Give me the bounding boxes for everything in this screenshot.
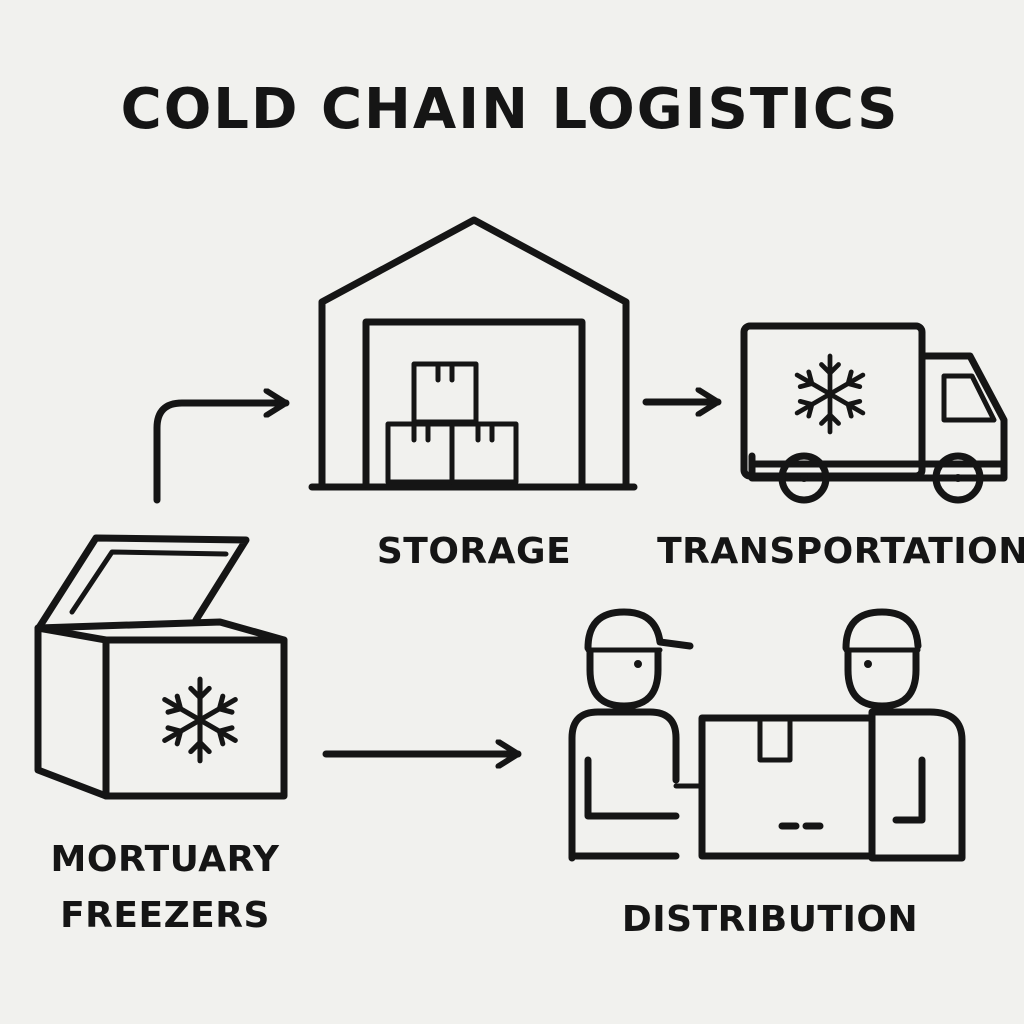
- distribution-label: DISTRIBUTION: [622, 899, 918, 940]
- snowflake-icon: [165, 679, 236, 761]
- delivery-workers-icon: [568, 608, 966, 862]
- right-worker: [842, 608, 966, 862]
- left-worker: [568, 608, 694, 862]
- cardboard-box: [673, 714, 876, 860]
- transportation-label: TRANSPORTATION: [657, 531, 1024, 572]
- freezers-label-line1: MORTUARY: [51, 839, 280, 880]
- edge-freezers-to-storage: [153, 403, 290, 504]
- refrigerated-truck-icon: [740, 322, 1008, 504]
- storage-label: STORAGE: [377, 531, 571, 572]
- chest-freezer-icon: [34, 534, 288, 800]
- snowflake-icon: [797, 356, 863, 432]
- warehouse-icon: [308, 216, 638, 491]
- diagram-title: COLD CHAIN LOGISTICS: [121, 77, 900, 142]
- freezers-label-line2: FREEZERS: [60, 895, 270, 936]
